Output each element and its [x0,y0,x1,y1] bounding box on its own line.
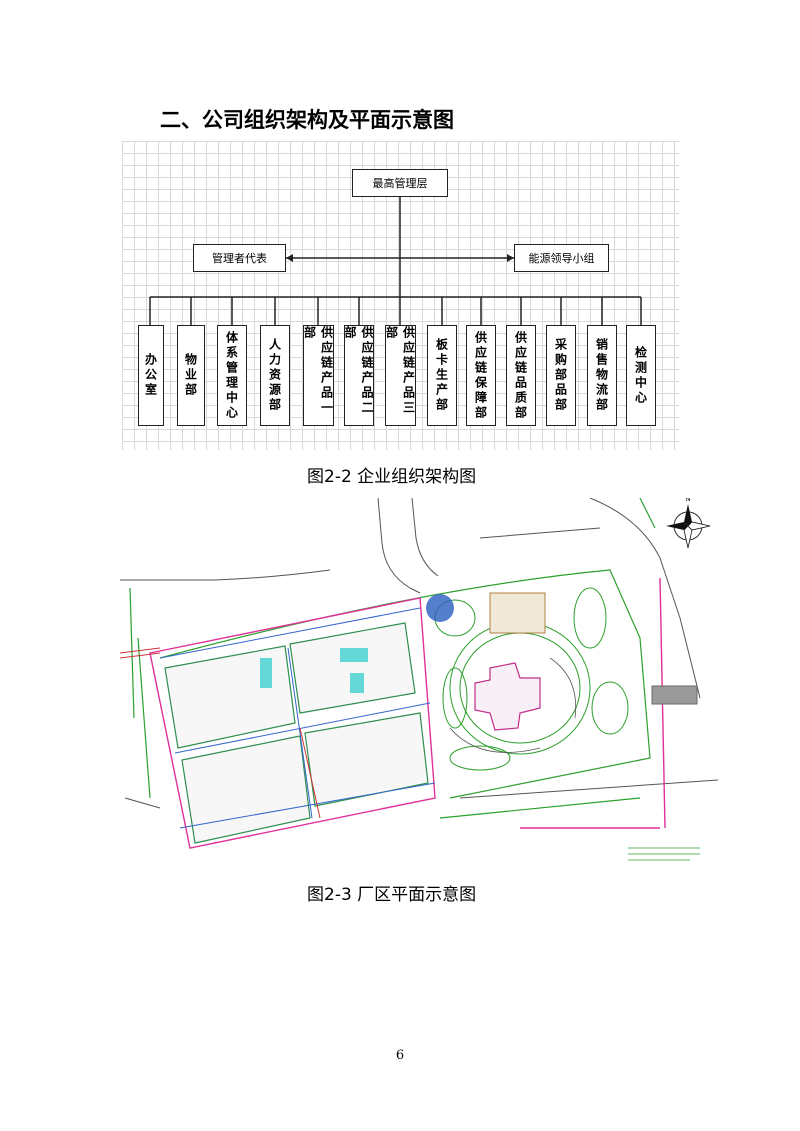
compass-north-label: N [685,498,690,503]
compass-icon: N [666,498,711,549]
dept-box: 板卡生产部 [427,325,457,426]
dept-box: 销售物流部 [587,325,617,426]
site-plan-drawing: N [120,498,718,868]
org-chart-caption: 图2-2 企业组织架构图 [307,467,477,487]
dept-box: 办公室 [138,325,164,426]
dept-box: 人力资源部 [260,325,290,426]
dept-box: 供应链产品二部 [343,325,374,426]
section-title: 二、公司组织架构及平面示意图 [160,108,454,132]
top-management-box: 最高管理层 [352,169,448,197]
management-rep-box: 管理者代表 [193,244,286,272]
dept-box: 检测中心 [626,325,656,426]
dept-box: 采购部品部 [546,325,576,426]
org-chart: 最高管理层 管理者代表 能源领导小组 办公室 物业部 体系管理中心 人力资源部 … [122,141,679,450]
org-chart-connectors [149,197,642,325]
dept-box: 供应链保障部 [466,325,496,426]
energy-group-box: 能源领导小组 [514,244,609,272]
site-plan-caption: 图2-3 厂区平面示意图 [307,885,477,905]
dept-box: 物业部 [177,325,205,426]
dept-box: 供应链品质部 [506,325,536,426]
dept-box: 供应链产品一部 [303,325,334,426]
page-number: 6 [395,1048,405,1063]
dept-box: 供应链产品三部 [385,325,416,426]
dept-box: 体系管理中心 [217,325,247,426]
site-plan-svg: N [120,498,718,861]
